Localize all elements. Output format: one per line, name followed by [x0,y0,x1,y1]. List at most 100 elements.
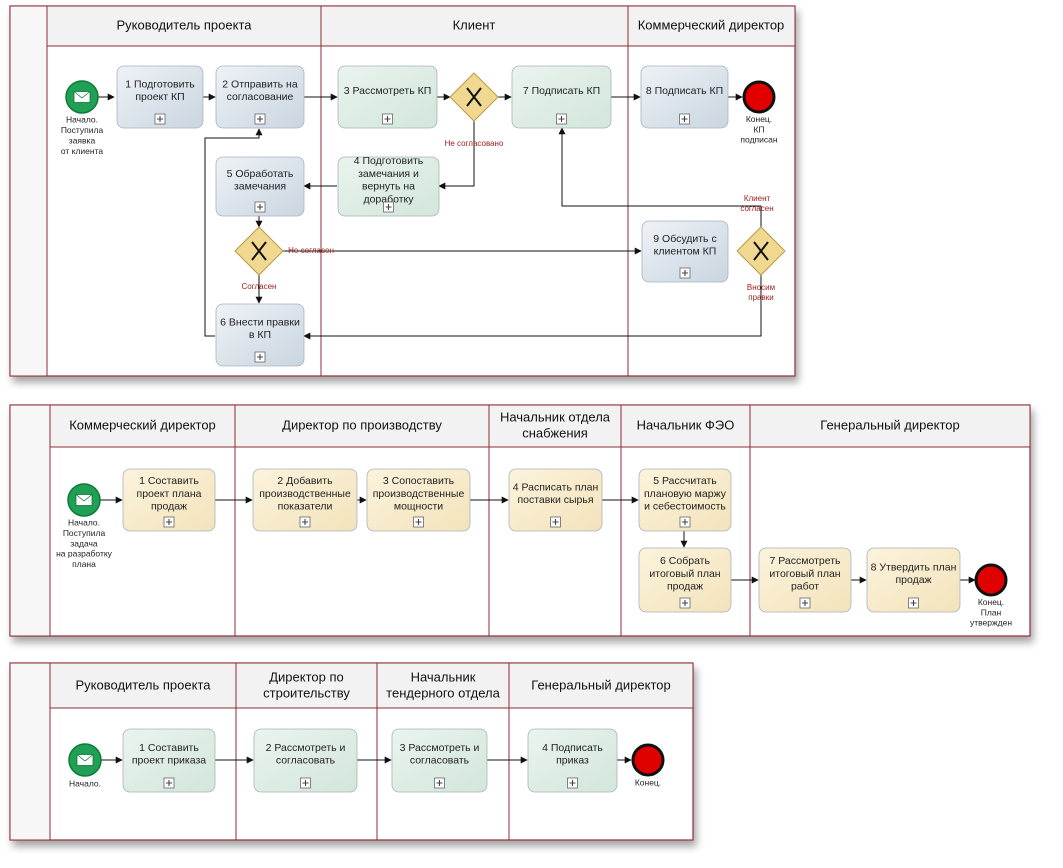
flow-label: Согласен [242,282,277,291]
task-label: работ [791,581,819,593]
gateway-director-decision[interactable] [736,226,786,276]
task-label: согласовать [410,755,470,767]
task-label: 4 Расписать план [513,481,599,493]
gateway-client-decision[interactable] [449,72,499,122]
task-label: 2 Рассмотреть и [266,742,346,754]
task-label: продаж [667,581,703,593]
task-label: поставки сырья [517,494,593,506]
task-review-kp[interactable]: 3 Рассмотреть КП [337,65,438,129]
task-shape [122,728,216,793]
task-shape [391,728,488,793]
task-label: 9 Обсудить с [653,233,716,245]
start-event-label: задача [70,538,98,548]
task-label: клиентом КП [654,246,717,258]
flow-label: Не согласовано [445,139,504,148]
task-label: продаж [151,501,187,513]
start-event-label: Начало. [66,115,98,125]
start-event-label: Поступила [61,125,104,135]
task-shape [511,65,612,129]
task-label: производственные [259,488,351,500]
task-label: 1 Составить [139,742,199,754]
start-event-label: Начало. [69,778,101,788]
end-event-label: Конец. [746,114,772,124]
lane-title: Начальник отдела [500,410,611,425]
task-shape [640,65,729,129]
lane-header: Коммерческий директор [69,417,216,432]
lane-title: Начальник [411,670,476,685]
task-label: 2 Отправить на [222,78,298,90]
task-sign-kp-client[interactable]: 7 Подписать КП [511,65,612,129]
lane-title: снабжения [522,425,588,440]
task-label: проект плана [137,488,202,500]
lane-title: Директор по производству [282,417,442,432]
task-label: 8 Утвердить план [871,561,957,573]
sequence-flow [204,128,263,337]
task-label: и себестоимость [644,501,726,513]
end-event[interactable]: Конец. [631,743,665,787]
task-shape [253,728,358,793]
task-shape [508,468,603,532]
task-label: продаж [895,574,931,586]
start-event-label: плана [72,559,96,569]
task-shape [337,156,440,217]
lane-title: Руководитель проекта [76,677,212,692]
task-label: показатели [278,501,333,513]
lane-title: Коммерческий директор [69,417,216,432]
task-label: 7 Подписать КП [523,85,600,97]
flow-label: Вносим [747,283,775,292]
lane-title: Коммерческий директор [638,17,785,32]
task-label: 6 Внести правки [220,316,300,328]
task-label: 5 Обработать [227,168,294,180]
end-event-label: План [981,607,1002,617]
end-event-label: Конец. [978,597,1004,607]
lane-header: Генеральный директор [531,677,670,692]
end-event-label: подписан [740,135,777,145]
envelope-icon [73,91,91,103]
task-label: 7 Рассмотреть [770,555,842,567]
task-shape [758,547,852,613]
flow-label: согласен [740,204,773,213]
start-event[interactable]: Начало. [68,743,102,788]
gateway-pm-decision[interactable] [234,226,284,276]
task-label: итоговый план [649,568,720,580]
task-label: в КП [249,329,271,341]
task-sign-kp-director[interactable]: 8 Подписать КП [640,65,729,129]
task-label: 2 Добавить [277,475,333,487]
task-shape [527,728,618,793]
exclusive-gateway-x-icon [466,87,482,107]
start-event-label: на разработку [56,549,113,559]
task-label: доработку [363,193,414,205]
task-label: 4 Подготовить [354,155,424,167]
lane-header: Генеральный директор [820,417,959,432]
sequence-flow [303,275,762,340]
exclusive-gateway-x-icon [251,241,267,261]
lane-header: Директор по производству [282,417,442,432]
start-event-label: Поступила [63,528,106,538]
sequence-flow [438,121,475,190]
task-shape [215,65,305,129]
flow-label: Не согласен [288,246,334,255]
